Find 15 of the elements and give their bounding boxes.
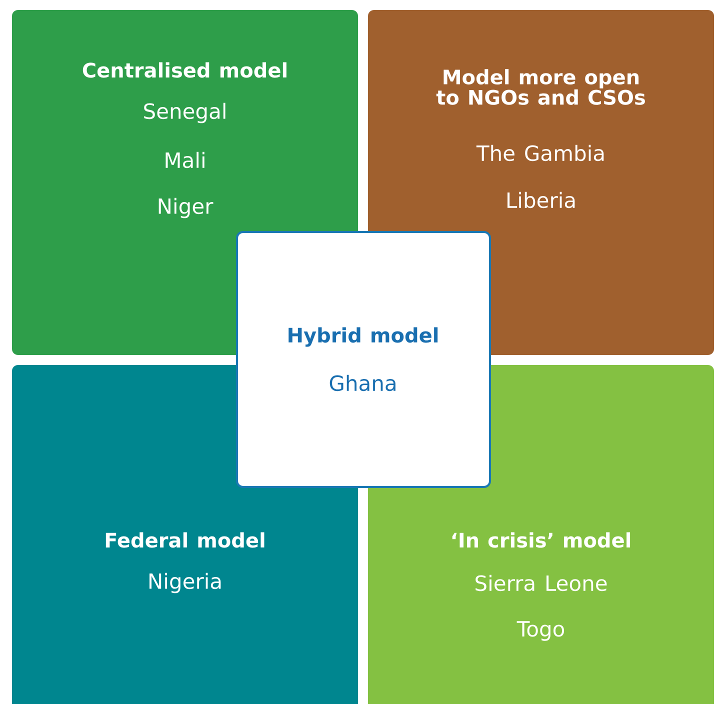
- country-name: Senegal: [144, 102, 226, 124]
- country-name: Togo: [516, 621, 564, 641]
- heading: Federal model: [106, 532, 264, 548]
- heading: Centralised model: [82, 62, 286, 78]
- heading: Model more open to NGOs and CSOs: [436, 69, 645, 105]
- country-name: The Gambia: [476, 144, 604, 162]
- heading: ‘In crisis’ model: [452, 532, 630, 548]
- country-name: Niger: [158, 198, 214, 218]
- country-name: Sierra Leone: [476, 574, 607, 592]
- heading: Hybrid model: [288, 327, 438, 347]
- centre-box: [236, 231, 491, 488]
- country-name: Mali: [166, 152, 204, 168]
- country-name: Liberia: [508, 192, 575, 208]
- country-name: Nigeria: [150, 572, 221, 594]
- country-name: Ghana: [330, 374, 396, 392]
